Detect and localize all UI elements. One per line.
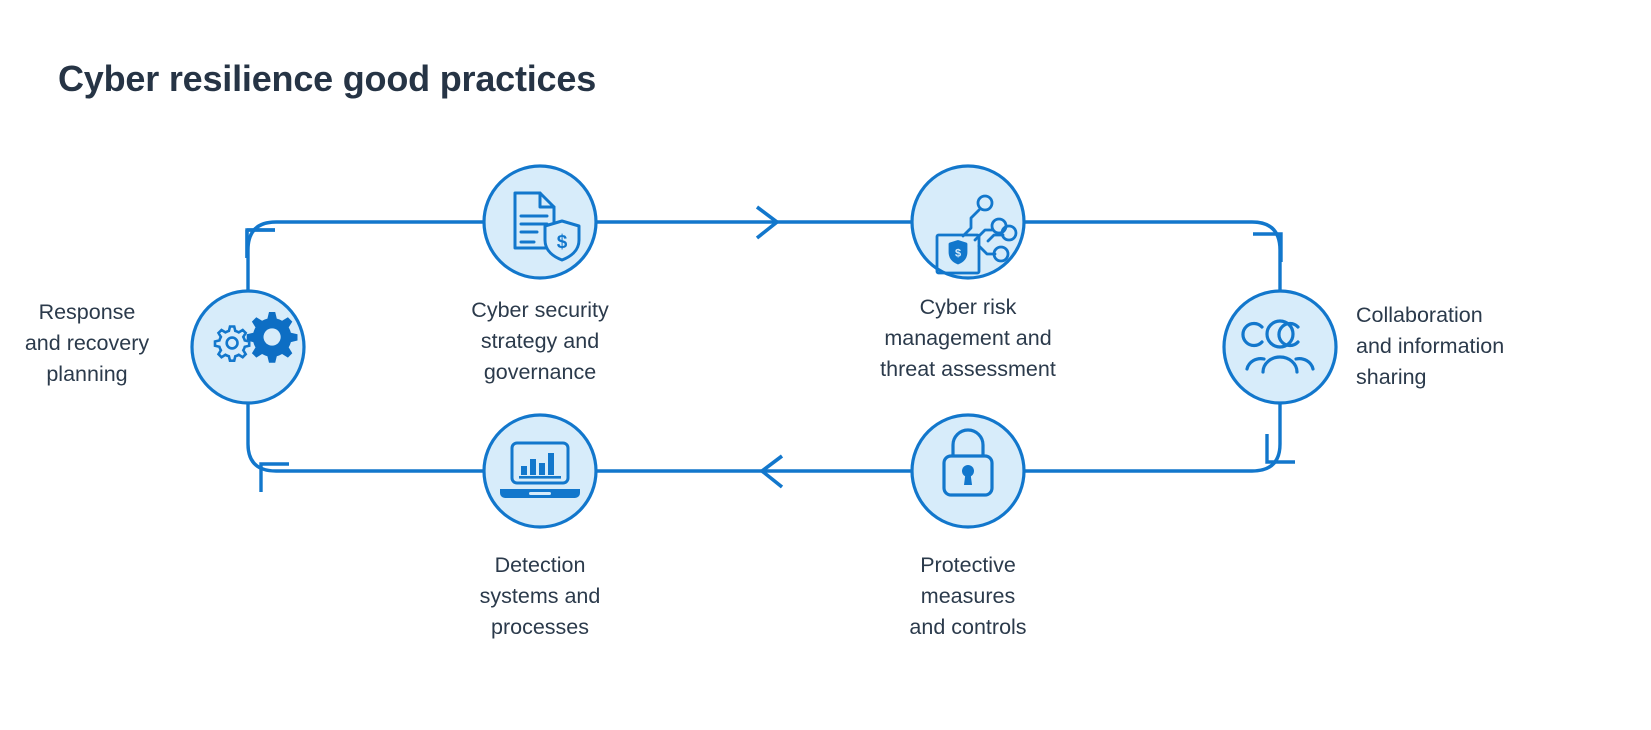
people-group-icon xyxy=(1241,319,1315,374)
network-shield-dollar-icon: $ xyxy=(935,194,1018,275)
top-middle-arrow xyxy=(755,205,780,240)
node-collaboration-information-sharing[interactable] xyxy=(1222,289,1338,405)
svg-text:$: $ xyxy=(955,248,961,260)
bottom-right-corner-arrow-head xyxy=(1265,434,1295,464)
bar-chart-glyph xyxy=(521,453,554,475)
node-detection-systems-processes[interactable] xyxy=(482,413,598,529)
label-protective-measures-controls: Protective measures and controls xyxy=(909,553,1027,639)
label-detection-systems-processes: Detection systems and processes xyxy=(479,553,601,639)
node-cyber-security-strategy[interactable]: $ xyxy=(482,164,598,280)
bottom-left-corner-arrow-head xyxy=(259,462,289,492)
top-right-corner-arrow-head xyxy=(1253,232,1283,262)
document-shield-dollar-icon: $ xyxy=(513,191,581,262)
label-collaboration-information-sharing: Collaboration and information sharing xyxy=(1356,303,1505,389)
connector-top-rail xyxy=(246,220,1282,290)
gears-icon xyxy=(213,312,298,363)
bottom-middle-arrow xyxy=(759,454,784,489)
svg-text:$: $ xyxy=(557,232,568,253)
connector-bottom-rail xyxy=(246,404,1282,473)
node-response-recovery-planning[interactable] xyxy=(190,289,306,405)
label-cyber-risk-management: Cyber risk management and threat assessm… xyxy=(880,295,1056,381)
node-protective-measures-controls[interactable] xyxy=(910,413,1026,529)
padlock-icon xyxy=(942,428,994,497)
page-title: Cyber resilience good practices xyxy=(58,58,597,99)
node-cyber-risk-management[interactable]: $ xyxy=(910,164,1026,280)
top-left-corner-arrow-head xyxy=(245,228,275,258)
label-cyber-security-strategy: Cyber security strategy and governance xyxy=(471,298,609,384)
laptop-chart-icon xyxy=(500,441,580,498)
label-response-recovery-planning: Response and recovery planning xyxy=(24,300,150,386)
